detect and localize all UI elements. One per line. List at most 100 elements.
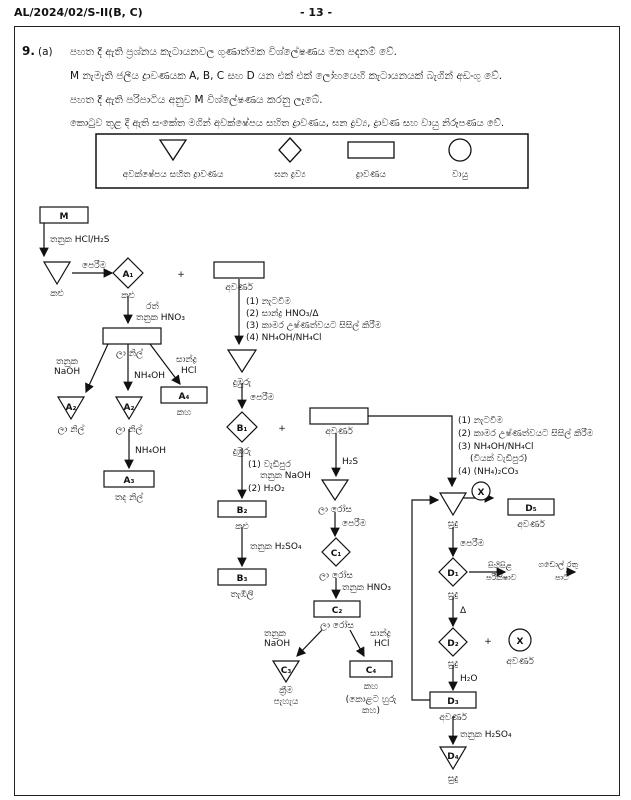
colorless-box-2 xyxy=(309,407,369,425)
solution-symbol xyxy=(347,141,395,159)
dil-h2so4-2: තනුක H₂SO₄ xyxy=(460,730,512,740)
a1-diamond xyxy=(112,257,144,289)
white-label: සුදු xyxy=(448,519,458,529)
plus-3: + xyxy=(484,637,492,647)
brick-red-1: ගඩොල් රතු xyxy=(538,559,578,570)
stepB1-2: තනුක NaOH xyxy=(260,471,311,481)
a4-color: කහ xyxy=(177,408,191,418)
d3-label: D₃ xyxy=(447,697,458,707)
c1-color: ලා රෝස xyxy=(319,570,353,581)
stepD-5: (4) (NH₄)₂CO₃ xyxy=(458,467,519,477)
d4-color: සුදු xyxy=(448,774,458,784)
gas-symbol xyxy=(448,138,472,162)
light-pink-label: ලා රෝස xyxy=(318,504,352,515)
question-part: (a) xyxy=(38,46,53,58)
legend-solution: ද්‍රාවණය xyxy=(356,170,387,180)
c3-color-1: ක්‍රීම xyxy=(279,685,293,696)
solid-symbol xyxy=(278,137,302,163)
stepD-2: (2) කාමර උෂ්ණත්වයට සිසිල් කිරීම xyxy=(458,428,594,439)
c4-label: C₄ xyxy=(366,666,377,676)
x-gas-circle-2 xyxy=(508,628,532,652)
a2-label: A₂ xyxy=(66,403,77,413)
h2o-label: H₂O xyxy=(460,674,477,684)
question-line-1: පහත දී ඇති ප්‍රශ්නය කැටායනවල ගුණාත්මක වි… xyxy=(70,46,398,58)
stepB-4: (4) NH₄OH/NH₄Cl xyxy=(246,333,322,343)
b1-diamond xyxy=(226,411,258,443)
plus-2: + xyxy=(278,424,286,434)
d5-color: අවර්ණ xyxy=(517,519,545,530)
c3-precipitate xyxy=(271,660,301,684)
d2-color: සුදු xyxy=(448,659,458,669)
c4-note-1: (කොළට හුරු xyxy=(346,695,397,705)
conc-hcl-2: HCl xyxy=(181,366,197,376)
stepB-2: (2) සාන්ද්‍ර HNO₃/Δ xyxy=(246,308,319,319)
nh4oh-1: NH₄OH xyxy=(134,371,165,381)
c1-diamond xyxy=(321,537,351,567)
filter-label-1: පෙරීම xyxy=(82,260,107,271)
c2-box xyxy=(313,600,361,618)
x2-color: අවර්ණ xyxy=(506,656,534,667)
c1-label: C₁ xyxy=(331,549,342,559)
dil-naoh-2: NaOH xyxy=(54,367,80,377)
d1-diamond xyxy=(438,557,468,587)
brown-label: දුඹුරු xyxy=(233,378,252,388)
dil-h2so4-1: තනුක H₂SO₄ xyxy=(250,542,302,552)
a4-box xyxy=(160,386,208,404)
conc-hcl-4: HCl xyxy=(374,639,390,649)
conc-hcl-1: සාන්ද්‍ර xyxy=(176,354,197,365)
flame-test-1: සිහිසිළ xyxy=(488,561,512,571)
d2-label: D₂ xyxy=(447,639,458,649)
c4-box xyxy=(349,660,393,678)
flame-test-2: පරීක්ෂාව xyxy=(486,572,517,582)
c4-color: කහ xyxy=(364,682,378,692)
d4-precipitate xyxy=(438,746,468,771)
page-number: - 13 - xyxy=(300,6,333,19)
precip1-color: කළු xyxy=(50,289,63,299)
b3-box xyxy=(217,568,267,586)
question-number: 9. xyxy=(22,44,35,58)
dil-naoh-3: තනුක xyxy=(264,629,287,639)
d5-label: D₅ xyxy=(525,504,536,514)
legend-gas: වායු xyxy=(452,170,468,180)
legend-solid: ඝන ද්‍රව්‍ය xyxy=(274,170,306,180)
c4-note-2: කහ) xyxy=(362,706,380,716)
delta-label: Δ xyxy=(460,606,467,616)
precipitate-1 xyxy=(42,261,72,286)
c3-color-2: පැහැය xyxy=(274,697,299,707)
d5-box xyxy=(507,498,555,516)
d3-color: අවර්ණ xyxy=(439,712,467,723)
precipitate-symbol xyxy=(158,139,188,162)
a2b-label: A₂ xyxy=(124,403,135,413)
light-blue-box xyxy=(102,327,162,345)
h2s-label: H₂S xyxy=(342,457,358,467)
question-line-2: M නැමැති ජලීය ද්‍රාවණයක A, B, C සහ D යන … xyxy=(70,70,503,82)
stepD-1: (1) නැටවීම xyxy=(458,415,503,426)
a2b-color: ලා නිල් xyxy=(116,424,143,435)
step1-label: තනුක HCl/H₂S xyxy=(50,235,110,245)
a3-label: A₃ xyxy=(124,476,135,486)
colorless-label-1: අවර්ණ xyxy=(225,282,253,293)
nh4oh-2: NH₄OH xyxy=(135,446,166,456)
a2-precipitate xyxy=(56,396,86,421)
light-blue-label: ලා නිල් xyxy=(116,348,143,359)
colorless-label-2: අවර්ණ xyxy=(325,426,353,437)
colorless-box-1 xyxy=(213,261,265,279)
a3-box xyxy=(103,470,155,488)
c3-label: C₃ xyxy=(281,666,292,676)
stepB1-1: (1) වැඩිපුර xyxy=(248,459,291,470)
m-label: M xyxy=(60,212,69,222)
x-label-2: X xyxy=(517,637,524,647)
x-gas-circle-1 xyxy=(471,481,491,501)
question-line-3: පහත දී ඇති පරිපාටිය අනුව M විශ්ලේෂණය කරන… xyxy=(70,94,323,106)
b2-color: කළු xyxy=(235,522,248,532)
brick-red-2: පාට xyxy=(555,573,569,582)
dil-hno3-2: තනුක HNO₃ xyxy=(342,583,391,593)
conc-hcl-3: සාන්ද්‍ර xyxy=(370,628,391,639)
m-box xyxy=(39,206,89,224)
c2-label: C₂ xyxy=(332,606,343,616)
b1-label: B₁ xyxy=(237,424,248,434)
white-precipitate xyxy=(438,492,468,517)
legend-precipitate: අවක්ෂේපය සහිත ද්‍රාවණය xyxy=(123,169,224,180)
a2-color: ලා නිල් xyxy=(58,424,85,435)
